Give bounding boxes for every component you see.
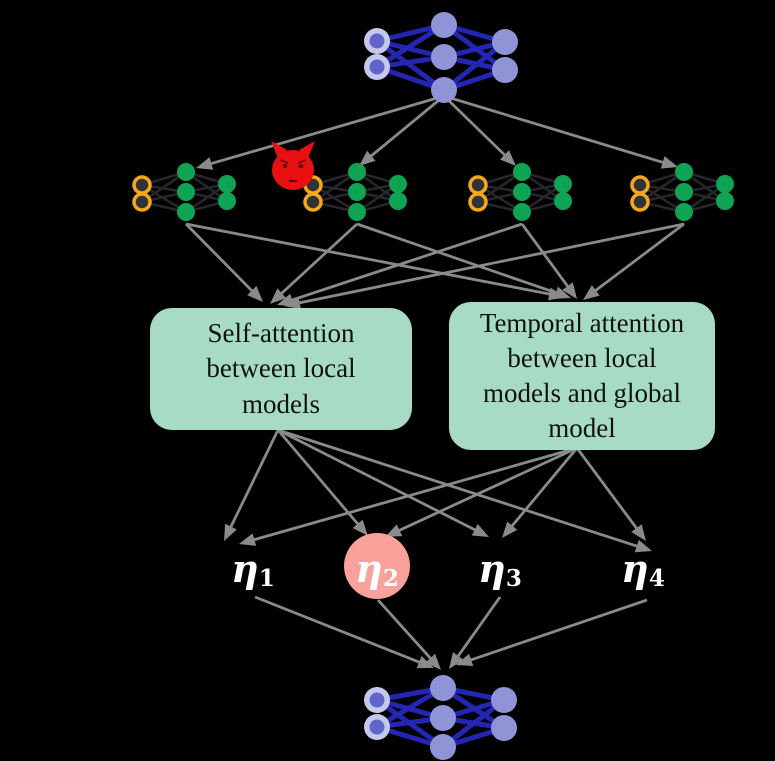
eta2-symbol: η (355, 545, 383, 591)
eta1-subscript: 1 (258, 564, 275, 592)
eta2-highlight-circle (344, 533, 410, 599)
eta3-subscript: 3 (505, 564, 522, 592)
self-attention-box: Self-attention between local models (150, 308, 412, 430)
local-model-3-network (468, 163, 572, 221)
eta1-symbol: η (231, 545, 259, 591)
devil-icon (271, 141, 315, 190)
temporal-attention-box-label: Temporal attention between local models … (479, 307, 685, 444)
temporal-attention-box: Temporal attention between local models … (449, 302, 715, 450)
local-model-2-network (303, 163, 407, 221)
eta4-symbol: η (621, 545, 649, 591)
global-model-bottom-network (364, 675, 517, 760)
local-model-4-network (630, 163, 734, 221)
arrows (185, 94, 685, 670)
eta2-subscript: 2 (382, 564, 399, 592)
global-model-top-network (364, 12, 518, 103)
self-attention-box-label: Self-attention between local models (206, 318, 356, 419)
local-model-1-network (132, 163, 236, 221)
eta4-subscript: 4 (648, 564, 665, 592)
eta3-symbol: η (478, 545, 506, 591)
